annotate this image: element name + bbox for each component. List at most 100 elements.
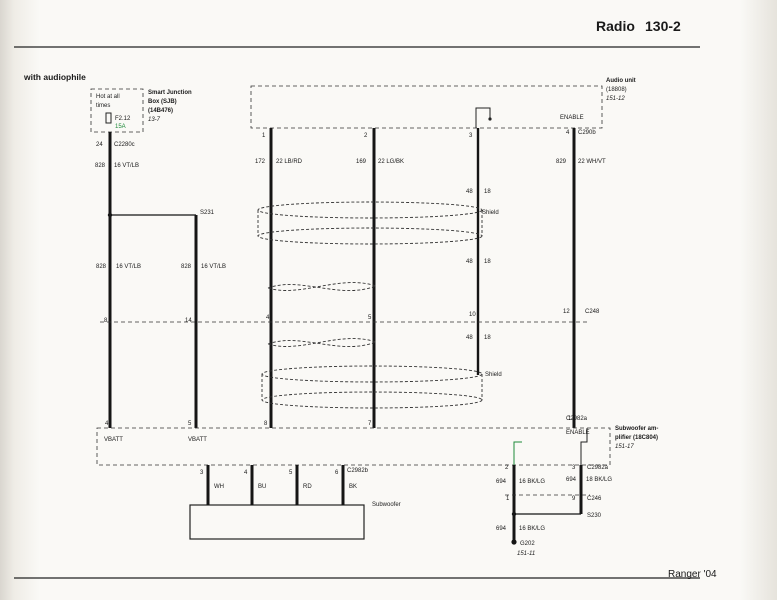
- sjb-ref: 13-7: [148, 117, 161, 123]
- splice-s231-label: S231: [200, 210, 215, 216]
- shield-label-lower: Shield: [485, 372, 502, 378]
- inline-pin-14: 14: [185, 318, 192, 324]
- amp-pin-4: 4: [105, 421, 109, 427]
- audio-unit-enable: ENABLE: [560, 115, 584, 121]
- wire-828-color: 16 VT/LB: [114, 163, 139, 169]
- diagram-subtitle: with audiophile: [23, 72, 86, 82]
- wire-48-number-c: 48: [466, 335, 473, 341]
- sub-pin-4: 4: [244, 470, 248, 476]
- inline-pin-12: 12: [563, 309, 570, 315]
- wire-172-color: 22 LB/RD: [276, 159, 303, 165]
- sjb-fuse-id: F2.12: [115, 116, 131, 122]
- wire-829-number: 829: [556, 159, 567, 165]
- sub-wire-rd-label: RD: [303, 484, 312, 490]
- sub-amp-connector-bottom: C2982b: [347, 468, 369, 474]
- ground-wire-694-c-color: 16 BK/LG: [519, 526, 545, 532]
- audio-pin-4: 4: [566, 130, 570, 136]
- twisted-pair-upper: [267, 282, 378, 291]
- ground-pin-3: 3: [572, 465, 576, 471]
- inline-pin-8: 8: [104, 318, 108, 324]
- page-title: Radio: [596, 18, 635, 34]
- twisted-pair-lower: [267, 338, 378, 347]
- ground-path: [505, 428, 590, 545]
- footer-model: Ranger '04: [668, 569, 717, 580]
- amp-pin-1: 1: [568, 416, 572, 422]
- wire-169-color: 22 LG/BK: [378, 159, 404, 165]
- audio-pin-1: 1: [262, 133, 266, 139]
- inline-connector: C248: [585, 309, 600, 315]
- sub-pin-3: 3: [200, 470, 204, 476]
- wire-48-number-a: 48: [466, 189, 473, 195]
- ground-wire-694-c: 694: [496, 526, 507, 532]
- sub-amp-title-2: plifier (18C804): [615, 435, 658, 441]
- sjb-fuse-rating: 15A: [115, 124, 126, 130]
- sub-wire-bk-label: BK: [349, 484, 357, 490]
- ground-connector: C2982a: [587, 465, 609, 471]
- wire-172-number: 172: [255, 159, 266, 165]
- shield-upper: [257, 201, 483, 245]
- ground-wire-694-b: 694: [566, 477, 577, 483]
- wire-48-size-b: 18: [484, 259, 491, 265]
- fuse-icon: [105, 112, 112, 124]
- sub-wire-bu-label: BU: [258, 484, 266, 490]
- s230-label: S230: [587, 513, 602, 519]
- shield-label-upper: Shield: [482, 210, 499, 216]
- sub-amp-vbatt-2: VBATT: [188, 437, 207, 443]
- sub-pin-6: 6: [335, 470, 339, 476]
- page-number: 130-2: [645, 18, 681, 34]
- sjb-hot-line-1: Hot at all: [96, 94, 120, 100]
- c246-pin-1: 1: [506, 496, 510, 502]
- sub-amp-vbatt-1: VBATT: [104, 437, 123, 443]
- ground-g202-label: G202: [520, 541, 535, 547]
- audio-unit-ref: 151-12: [606, 96, 625, 102]
- wire-828-number: 828: [95, 163, 106, 169]
- audio-unit-title: Audio unit: [606, 78, 636, 84]
- sub-amp-enable: ENABLE: [566, 430, 590, 436]
- sjb-title-1: Smart Junction: [148, 90, 192, 96]
- c246-label: C246: [587, 496, 602, 502]
- sub-amp-block: Subwoofer am- plifier (18C804) 151-17 VB…: [96, 416, 658, 474]
- wire-828-color-b: 16 VT/LB: [116, 264, 141, 270]
- ground-g202-icon: [511, 539, 517, 545]
- amp-pin-7: 7: [368, 421, 372, 427]
- audio-unit-block: Audio unit (18808) 151-12 ENABLE 1 2 3 4…: [250, 78, 636, 139]
- sub-pin-5: 5: [289, 470, 293, 476]
- subwoofer-block: Subwoofer: [189, 502, 401, 540]
- c246-pin-9: 9: [572, 496, 576, 502]
- sjb-block: Hot at all times F2.12 15A Smart Junctio…: [90, 88, 192, 148]
- ground-ref: 151-11: [517, 551, 535, 557]
- wire-828-number-c: 828: [181, 264, 192, 270]
- sub-amp-title-1: Subwoofer am-: [615, 426, 658, 432]
- wire-828-color-c: 16 VT/LB: [201, 264, 226, 270]
- shield-lower: [261, 365, 483, 409]
- sjb-title-2: Box (SJB): [148, 99, 177, 105]
- sjb-connector: C2280c: [114, 142, 135, 148]
- wire-48-size-a: 18: [484, 189, 491, 195]
- audio-pin-3: 3: [469, 133, 473, 139]
- wire-169-number: 169: [356, 159, 367, 165]
- sub-wire-wh-label: WH: [214, 484, 224, 490]
- sub-amp-connector-top: C2982a: [566, 416, 588, 422]
- audio-unit-part: (18808): [606, 87, 627, 93]
- wire-828-number-b: 828: [96, 264, 107, 270]
- sjb-hot-line-2: times: [96, 103, 110, 109]
- ground-wire-694-a-color: 16 BK/LG: [519, 479, 545, 485]
- sub-amp-ref: 151-17: [615, 444, 634, 450]
- audio-pin-2: 2: [364, 133, 368, 139]
- splice-s231-dot: [107, 212, 113, 218]
- amp-pin-5: 5: [188, 421, 192, 427]
- ground-pin-2: 2: [505, 465, 509, 471]
- wire-48-number-b: 48: [466, 259, 473, 265]
- inline-pin-4: 4: [266, 315, 270, 321]
- audio-connector: C290b: [578, 130, 596, 136]
- ground-wire-694-a: 694: [496, 479, 507, 485]
- sjb-title-3: (14B476): [148, 108, 173, 114]
- ground-wire-694-b-color: 18 BK/LG: [586, 477, 612, 483]
- wire-48-size-c: 18: [484, 335, 491, 341]
- wire-829-color: 22 WH/VT: [578, 159, 606, 165]
- amp-pin-8: 8: [264, 421, 268, 427]
- inline-pin-5: 5: [368, 315, 372, 321]
- inline-pin-10: 10: [469, 312, 476, 318]
- subwoofer-label: Subwoofer: [372, 502, 401, 508]
